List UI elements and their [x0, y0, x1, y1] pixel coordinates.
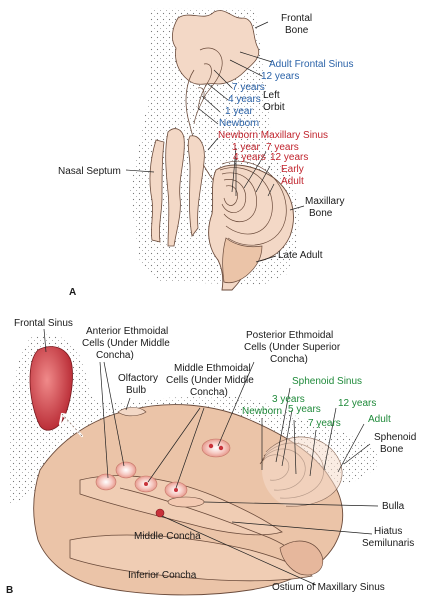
- label-frontal-4-years: 4 years: [228, 94, 261, 105]
- panel-b-leaders: [43, 328, 379, 586]
- label-frontal-1-year: 1 year: [225, 106, 253, 117]
- panel-b-letter: B: [6, 585, 13, 596]
- label-sphenoid-bone-1: Sphenoid: [374, 432, 416, 443]
- label-max-12-years: 12 years: [270, 152, 308, 163]
- pharyngeal-opening: [279, 540, 324, 576]
- middle-ethmoidal-ostium-1: [144, 482, 148, 486]
- label-early-adult-2: Adult: [281, 176, 304, 187]
- label-anterior-ethmoidal-2: Cells (Under Middle: [82, 338, 170, 349]
- panel-b-labels: Frontal Sinus Anterior Ethmoidal Cells (…: [6, 318, 416, 596]
- label-frontal-7-years: 7 years: [232, 82, 265, 93]
- label-anterior-ethmoidal-3: Concha): [96, 350, 134, 361]
- label-maxillary-bone-2: Bone: [309, 208, 333, 219]
- posterior-ethmoidal-cell: [201, 438, 231, 458]
- label-newborn-maxillary-sinus: Newborn Maxillary Sinus: [218, 130, 328, 141]
- label-sph-newborn: Newborn: [242, 406, 282, 417]
- panel-a-leaders: [125, 21, 305, 263]
- late-adult-maxilla: [222, 237, 263, 284]
- label-ostium: Ostium of Maxillary Sinus: [272, 582, 385, 593]
- label-anterior-ethmoidal-1: Anterior Ethmoidal: [86, 326, 168, 337]
- label-frontal-newborn: Newborn: [219, 118, 259, 129]
- frontal-sinus: [29, 346, 73, 431]
- label-posterior-ethmoidal-3: Concha): [270, 354, 308, 365]
- label-max-1-year: 1 year: [232, 142, 260, 153]
- label-frontal-sinus: Frontal Sinus: [14, 318, 73, 329]
- ethmoidal-bulla: [167, 496, 205, 508]
- posterior-ethmoidal-ostium-2: [218, 445, 224, 451]
- label-frontal-bone-1: Frontal: [281, 13, 312, 24]
- maxillary-ostium: [155, 508, 165, 518]
- label-middle-ethmoidal-1: Middle Ethmoidal: [174, 363, 251, 374]
- label-max-7-years: 7 years: [266, 142, 299, 153]
- label-hiatus-1: Hiatus: [374, 526, 402, 537]
- posterior-ethmoidal-ostium-1: [208, 443, 214, 449]
- sphenoid-sinus-fill: [262, 437, 343, 507]
- label-posterior-ethmoidal-1: Posterior Ethmoidal: [246, 330, 333, 341]
- panel-a-drawing: [130, 8, 300, 291]
- panel-a-letter: A: [69, 287, 76, 298]
- label-left-orbit-2: Orbit: [263, 102, 285, 113]
- label-olfactory-bulb-2: Bulb: [126, 385, 146, 396]
- concha-right: [187, 135, 205, 237]
- label-middle-ethmoidal-2: Cells (Under Middle: [166, 375, 254, 386]
- frontal-sinus-arrow-outline: [61, 413, 83, 437]
- label-left-orbit-1: Left: [263, 90, 280, 101]
- label-sphenoid-sinus: Sphenoid Sinus: [292, 376, 362, 387]
- label-frontal-bone-2: Bone: [285, 25, 309, 36]
- label-sph-adult: Adult: [368, 414, 391, 425]
- label-hiatus-2: Semilunaris: [362, 538, 414, 549]
- inferior-concha: [69, 534, 313, 582]
- label-max-4-years: 4 years: [233, 152, 266, 163]
- frontal-bone: [172, 10, 260, 85]
- label-bulla: Bulla: [382, 501, 405, 512]
- label-sph-7-years: 7 years: [308, 418, 341, 429]
- label-maxillary-bone-1: Maxillary: [305, 196, 344, 207]
- anterior-ethmoidal-cell-2: [95, 473, 117, 491]
- concha-left: [165, 128, 185, 247]
- label-nasal-septum: Nasal Septum: [58, 166, 121, 177]
- label-middle-concha: Middle Concha: [134, 531, 201, 542]
- label-late-adult: Late Adult: [278, 250, 323, 261]
- label-early-adult-1: Early: [281, 164, 304, 175]
- label-inferior-concha: Inferior Concha: [128, 570, 197, 581]
- label-sph-12-years: 12 years: [338, 398, 376, 409]
- label-sphenoid-bone-2: Bone: [380, 444, 404, 455]
- label-olfactory-bulb-1: Olfactory: [118, 373, 158, 384]
- panel-a-labels: Frontal Bone Adult Frontal Sinus 12 year…: [58, 13, 354, 298]
- label-middle-ethmoidal-3: Concha): [190, 387, 228, 398]
- label-frontal-12-years: 12 years: [261, 71, 299, 82]
- label-adult-frontal-sinus: Adult Frontal Sinus: [269, 59, 354, 70]
- anterior-ethmoidal-cell-1: [115, 461, 137, 479]
- nasal-septum: [149, 139, 165, 243]
- label-sph-3-years: 3 years: [272, 394, 305, 405]
- label-posterior-ethmoidal-2: Cells (Under Superior: [244, 342, 341, 353]
- middle-ethmoidal-ostium-2: [174, 488, 178, 492]
- label-sph-5-years: 5 years: [288, 404, 321, 415]
- panel-b-drawing: [8, 334, 379, 596]
- frontal-sinus-stages: [193, 47, 223, 125]
